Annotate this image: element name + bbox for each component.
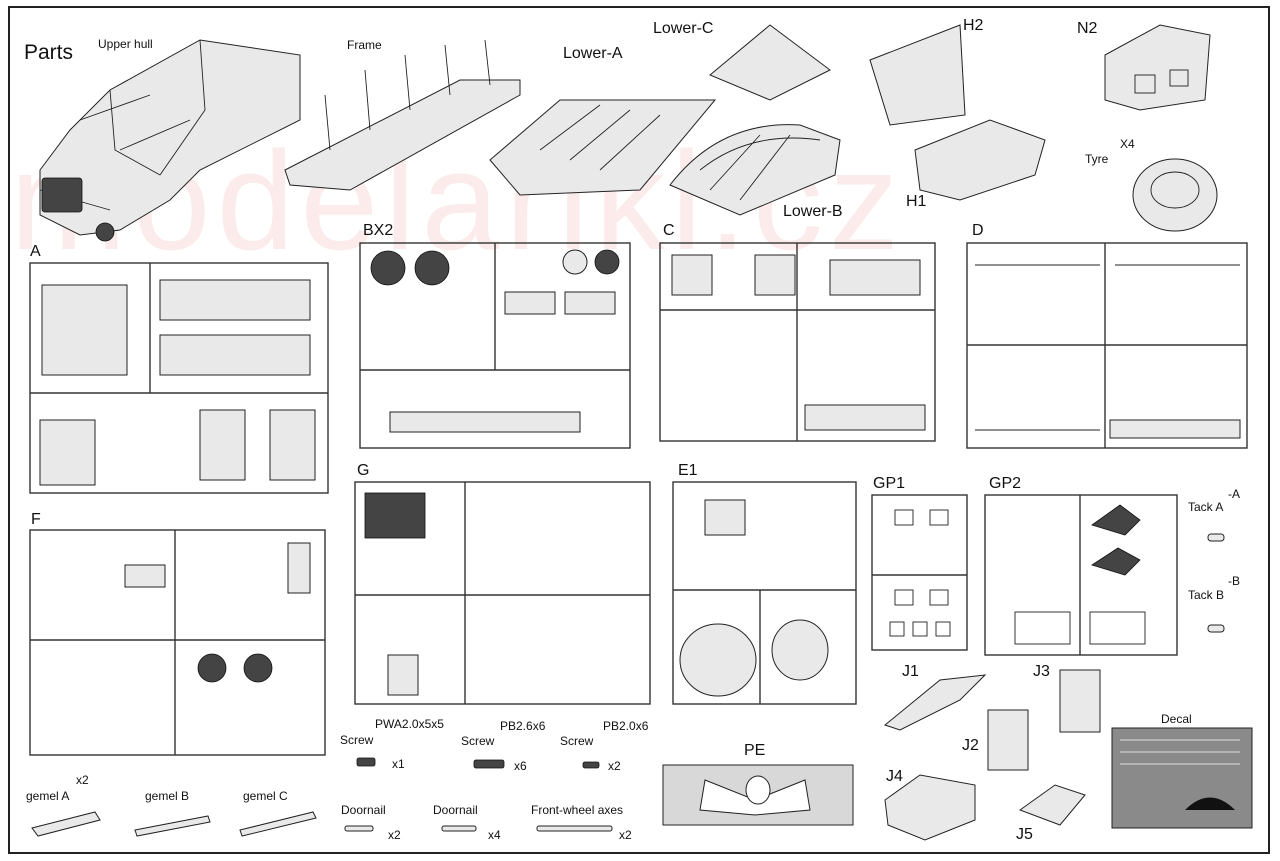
label-tyre-qty: X4 bbox=[1120, 137, 1135, 151]
parts-title: Parts bbox=[24, 41, 74, 64]
pe-fret bbox=[662, 764, 854, 826]
n2-drawing bbox=[1104, 24, 1211, 111]
label-tack-b-suffix: -B bbox=[1228, 574, 1240, 588]
label-sprue-d: D bbox=[972, 222, 984, 239]
screw-3-spec: PB2.0x6 bbox=[603, 719, 649, 733]
sprue-gp2 bbox=[984, 494, 1178, 656]
label-sprue-gp1: GP1 bbox=[873, 475, 906, 492]
screw-2-qty: x6 bbox=[514, 759, 527, 773]
sprue-bx2 bbox=[359, 242, 631, 449]
label-h1: H1 bbox=[906, 193, 927, 210]
label-decal: Decal bbox=[1161, 712, 1192, 726]
decal-sheet bbox=[1111, 727, 1253, 829]
label-lower-b: Lower-B bbox=[783, 203, 843, 220]
label-lower-a: Lower-A bbox=[563, 45, 623, 62]
screw-1-spec: PWA2.0x5x5 bbox=[375, 717, 444, 731]
tack-pins bbox=[1207, 533, 1225, 633]
sprue-f bbox=[29, 529, 326, 756]
screw-1-qty: x1 bbox=[392, 757, 405, 771]
pin-3-qty: x2 bbox=[619, 828, 632, 842]
label-gemel-b: gemel B bbox=[145, 789, 190, 803]
label-gemel-a: gemel A bbox=[26, 789, 70, 803]
sprue-e1 bbox=[672, 481, 857, 705]
gemel-parts bbox=[31, 811, 317, 837]
label-lower-c: Lower-C bbox=[653, 20, 714, 37]
label-j4: J4 bbox=[886, 768, 903, 785]
label-h2: H2 bbox=[963, 17, 984, 34]
h2-h1-drawing bbox=[869, 24, 1046, 201]
screw-1-label: Screw bbox=[340, 733, 374, 747]
sprue-g bbox=[354, 481, 651, 705]
label-sprue-bx2: BX2 bbox=[363, 222, 394, 239]
lower-b-drawing bbox=[669, 124, 841, 216]
label-upper-hull: Upper hull bbox=[98, 37, 153, 51]
label-gemel-c: gemel C bbox=[243, 789, 288, 803]
pin-1-label: Doornail bbox=[341, 803, 386, 817]
sprue-d bbox=[966, 242, 1248, 449]
label-j5: J5 bbox=[1016, 826, 1033, 843]
label-sprue-f: F bbox=[31, 511, 41, 528]
pin-parts bbox=[344, 825, 613, 832]
label-sprue-g: G bbox=[357, 462, 370, 479]
label-n2: N2 bbox=[1077, 20, 1098, 37]
sprue-a bbox=[29, 262, 329, 494]
screw-2-spec: PB2.6x6 bbox=[500, 719, 546, 733]
pin-2-label: Doornail bbox=[433, 803, 478, 817]
screws bbox=[356, 757, 600, 769]
label-frame: Frame bbox=[347, 38, 382, 52]
pin-1-qty: x2 bbox=[388, 828, 401, 842]
label-j3: J3 bbox=[1033, 663, 1050, 680]
lower-a-drawing bbox=[489, 99, 717, 196]
frame-drawing bbox=[284, 39, 521, 191]
label-j1: J1 bbox=[902, 663, 919, 680]
label-tack-b: Tack B bbox=[1188, 588, 1225, 602]
sprue-gp1 bbox=[871, 494, 968, 651]
label-j2: J2 bbox=[962, 737, 979, 754]
resin-parts bbox=[883, 669, 1101, 841]
label-sprue-c: C bbox=[663, 222, 675, 239]
tyre-drawing bbox=[1132, 158, 1218, 232]
label-tack-a: Tack A bbox=[1188, 500, 1224, 514]
sprue-c bbox=[659, 242, 936, 442]
screw-3-label: Screw bbox=[560, 734, 594, 748]
pin-2-qty: x4 bbox=[488, 828, 501, 842]
label-sprue-gp2: GP2 bbox=[989, 475, 1022, 492]
pin-3-label: Front-wheel axes bbox=[531, 803, 624, 817]
gemel-a-qty: x2 bbox=[76, 773, 89, 787]
label-pe: PE bbox=[744, 742, 766, 759]
label-sprue-a: A bbox=[30, 243, 41, 260]
lower-c-drawing bbox=[709, 24, 831, 101]
sheet-border bbox=[8, 6, 1270, 854]
label-tyre: Tyre bbox=[1085, 152, 1109, 166]
upper-hull-drawing bbox=[39, 39, 301, 242]
label-tack-a-suffix: -A bbox=[1228, 487, 1240, 501]
screw-3-qty: x2 bbox=[608, 759, 621, 773]
screw-2-label: Screw bbox=[461, 734, 495, 748]
label-sprue-e1: E1 bbox=[678, 462, 698, 479]
